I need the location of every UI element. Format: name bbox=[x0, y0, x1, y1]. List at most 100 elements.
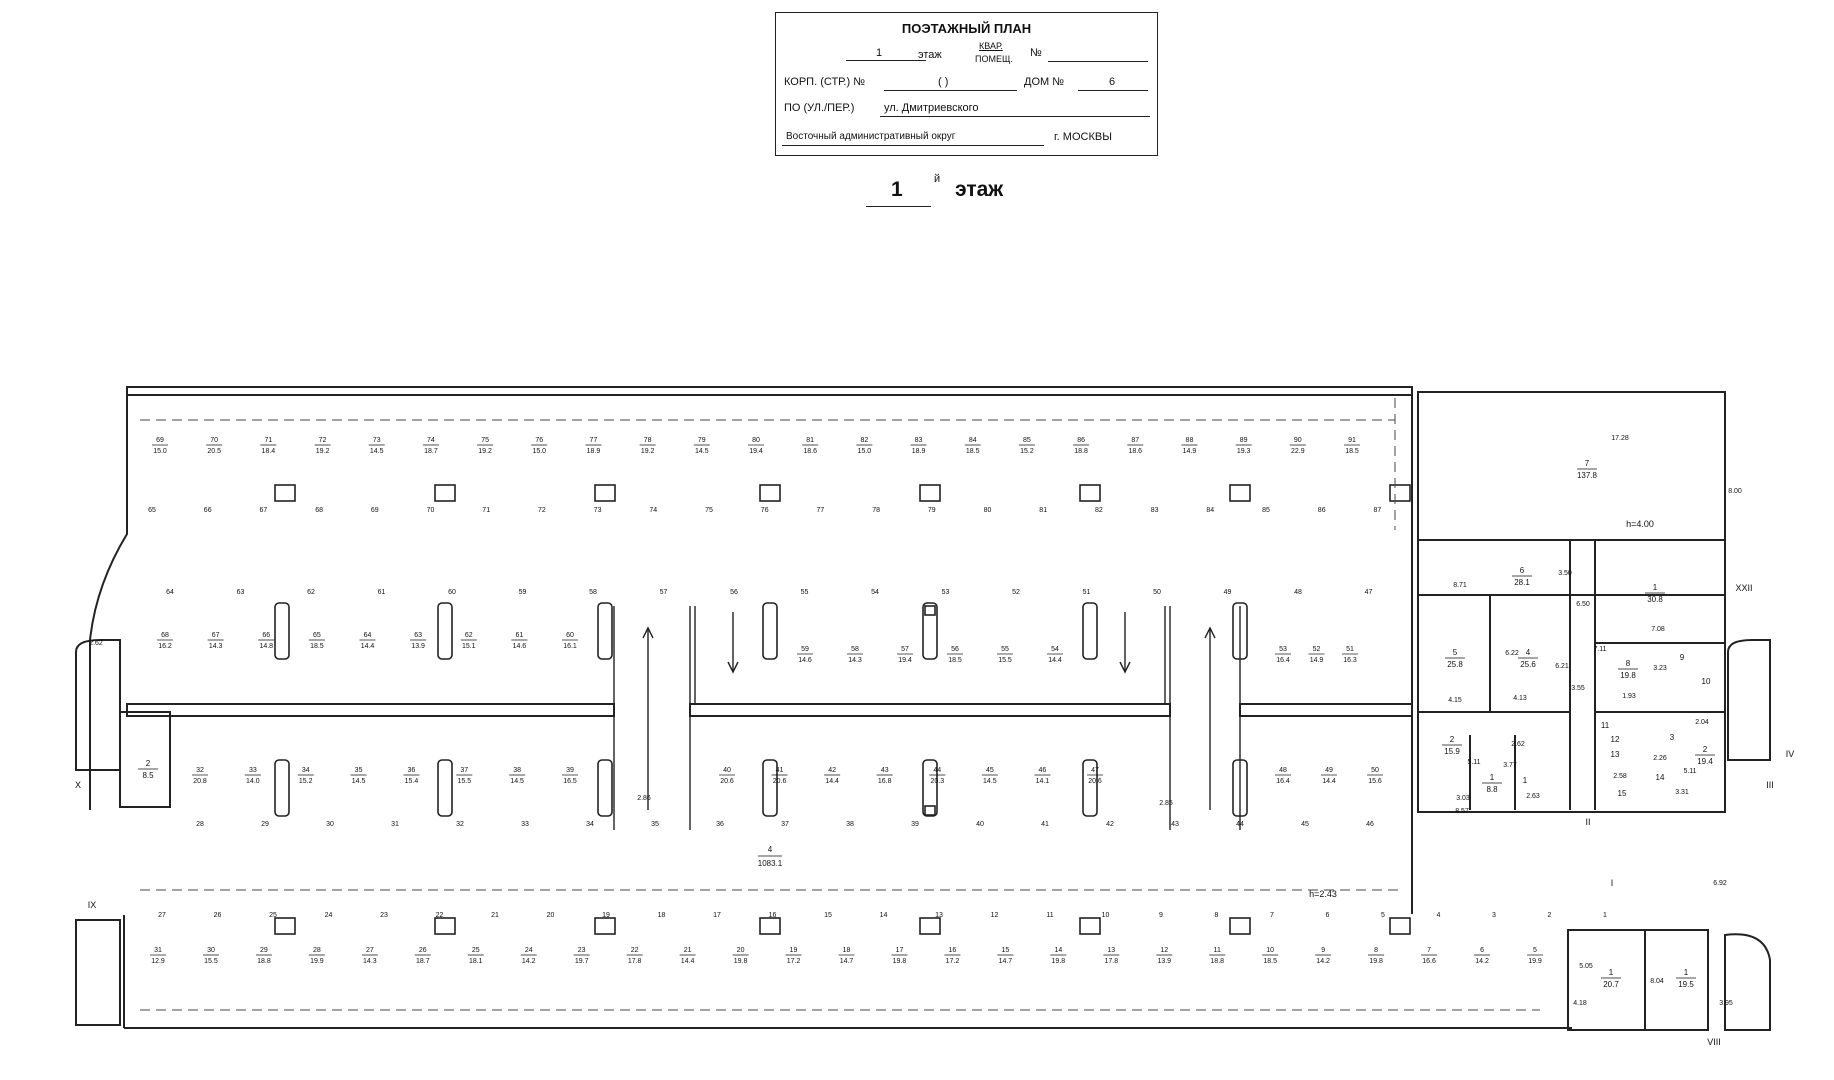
room-number: 1 bbox=[1609, 968, 1614, 977]
dimension: 3.77 bbox=[1503, 762, 1517, 769]
space-area: 14.5 bbox=[695, 448, 709, 455]
space-area: 15.5 bbox=[998, 657, 1012, 664]
space-number: 50 bbox=[1371, 767, 1379, 774]
floor-heading-suffix: й bbox=[934, 173, 941, 185]
space-number: 91 bbox=[1348, 437, 1356, 444]
space-area: 19.8 bbox=[893, 958, 907, 965]
column bbox=[434, 484, 456, 502]
space-area: 15.2 bbox=[299, 778, 313, 785]
aisle-number: 6 bbox=[1326, 912, 1330, 919]
space-area: 18.5 bbox=[1263, 958, 1277, 965]
dimension: 6.50 bbox=[1576, 601, 1590, 608]
space-area: 19.2 bbox=[478, 448, 492, 455]
space-area: 13.9 bbox=[1157, 958, 1171, 965]
room-number: 10 bbox=[1702, 677, 1711, 686]
aisle-number: 69 bbox=[371, 507, 379, 514]
height-mark: h=2.43 bbox=[1309, 889, 1337, 899]
ramp-wall bbox=[1169, 606, 1241, 830]
space-area: 18.8 bbox=[257, 958, 271, 965]
space-number: 55 bbox=[1001, 646, 1009, 653]
space-number: 19 bbox=[790, 947, 798, 954]
room-number: 5 bbox=[1453, 648, 1458, 657]
aisle-number: 60 bbox=[448, 589, 456, 596]
space-number: 84 bbox=[969, 437, 977, 444]
dom-number: 6 bbox=[1109, 76, 1116, 88]
space-number: 33 bbox=[249, 767, 257, 774]
city: г. МОСКВЫ bbox=[1054, 131, 1112, 143]
space-area: 18.7 bbox=[416, 958, 430, 965]
dimension: 4.15 bbox=[1448, 697, 1462, 704]
aisle-number: 44 bbox=[1236, 821, 1244, 828]
column-pier bbox=[762, 602, 778, 660]
space-number: 89 bbox=[1240, 437, 1248, 444]
aisle-number: 21 bbox=[491, 912, 499, 919]
small-column bbox=[924, 805, 936, 816]
space-number: 47 bbox=[1091, 767, 1099, 774]
room-number: 9 bbox=[1680, 653, 1685, 662]
room-number: 1 bbox=[1684, 968, 1689, 977]
aisle-number: 87 bbox=[1374, 507, 1382, 514]
space-area: 12.9 bbox=[151, 958, 165, 965]
space-area: 14.5 bbox=[370, 448, 384, 455]
height-mark: h=4.00 bbox=[1626, 519, 1654, 529]
space-area: 15.0 bbox=[153, 448, 167, 455]
column-pier bbox=[1082, 602, 1098, 660]
space-area: 20.6 bbox=[720, 778, 734, 785]
room-area: 19.4 bbox=[1697, 757, 1713, 766]
space-area: 14.4 bbox=[1048, 657, 1062, 664]
space-number: 57 bbox=[901, 646, 909, 653]
dimension: 7.08 bbox=[1651, 626, 1665, 633]
aisle-number: 48 bbox=[1294, 589, 1302, 596]
space-area: 15.5 bbox=[204, 958, 218, 965]
dimension: 4.13 bbox=[1513, 695, 1527, 702]
ramp-up-arrow-head bbox=[642, 626, 654, 639]
space-number: 79 bbox=[698, 437, 706, 444]
space-area: 18.5 bbox=[948, 657, 962, 664]
space-number: 35 bbox=[355, 767, 363, 774]
dimension: 2.26 bbox=[1653, 755, 1667, 762]
aisle-number: 14 bbox=[880, 912, 888, 919]
column-pier bbox=[274, 602, 290, 660]
space-area: 14.8 bbox=[259, 643, 273, 650]
room-number: 7 bbox=[1585, 459, 1590, 468]
room-number: 4 bbox=[1526, 648, 1531, 657]
column bbox=[274, 484, 296, 502]
column-pier bbox=[922, 602, 938, 660]
space-area: 18.9 bbox=[587, 448, 601, 455]
room-area: 25.6 bbox=[1520, 660, 1536, 669]
aisle-number: 52 bbox=[1012, 589, 1020, 596]
space-area: 16.4 bbox=[1276, 778, 1290, 785]
space-number: 69 bbox=[156, 437, 164, 444]
lower-left-lift bbox=[75, 919, 121, 1026]
column bbox=[274, 917, 296, 935]
space-area: 18.5 bbox=[310, 643, 324, 650]
column bbox=[594, 917, 616, 935]
space-area: 13.9 bbox=[411, 643, 425, 650]
aisle-number: 26 bbox=[214, 912, 222, 919]
room-number: 1 bbox=[1653, 583, 1658, 592]
floor-heading-number: 1 bbox=[891, 178, 903, 201]
dimension: 7.11 bbox=[1593, 646, 1606, 653]
space-number: 75 bbox=[481, 437, 489, 444]
space-number: 7 bbox=[1427, 947, 1431, 954]
floor-heading-word: этаж bbox=[955, 178, 1004, 201]
space-area: 19.8 bbox=[1052, 958, 1066, 965]
space-number: 31 bbox=[154, 947, 162, 954]
space-number: 63 bbox=[414, 632, 422, 639]
aisle-number: 81 bbox=[1039, 507, 1047, 514]
aisle-number: 56 bbox=[730, 589, 738, 596]
room-number: 14 bbox=[1656, 773, 1665, 782]
room-number: 8 bbox=[1626, 659, 1631, 668]
space-number: 54 bbox=[1051, 646, 1059, 653]
space-area: 19.2 bbox=[641, 448, 655, 455]
space-number: 44 bbox=[933, 767, 941, 774]
axis-label: IX bbox=[88, 900, 97, 910]
space-area: 16.2 bbox=[158, 643, 172, 650]
room-area: 8.5 bbox=[142, 771, 154, 780]
aisle-number: 15 bbox=[824, 912, 832, 919]
aisle-number: 73 bbox=[594, 507, 602, 514]
spine-left bbox=[126, 703, 615, 717]
space-number: 43 bbox=[881, 767, 889, 774]
space-number: 77 bbox=[590, 437, 598, 444]
room-number: 6 bbox=[1520, 566, 1525, 575]
